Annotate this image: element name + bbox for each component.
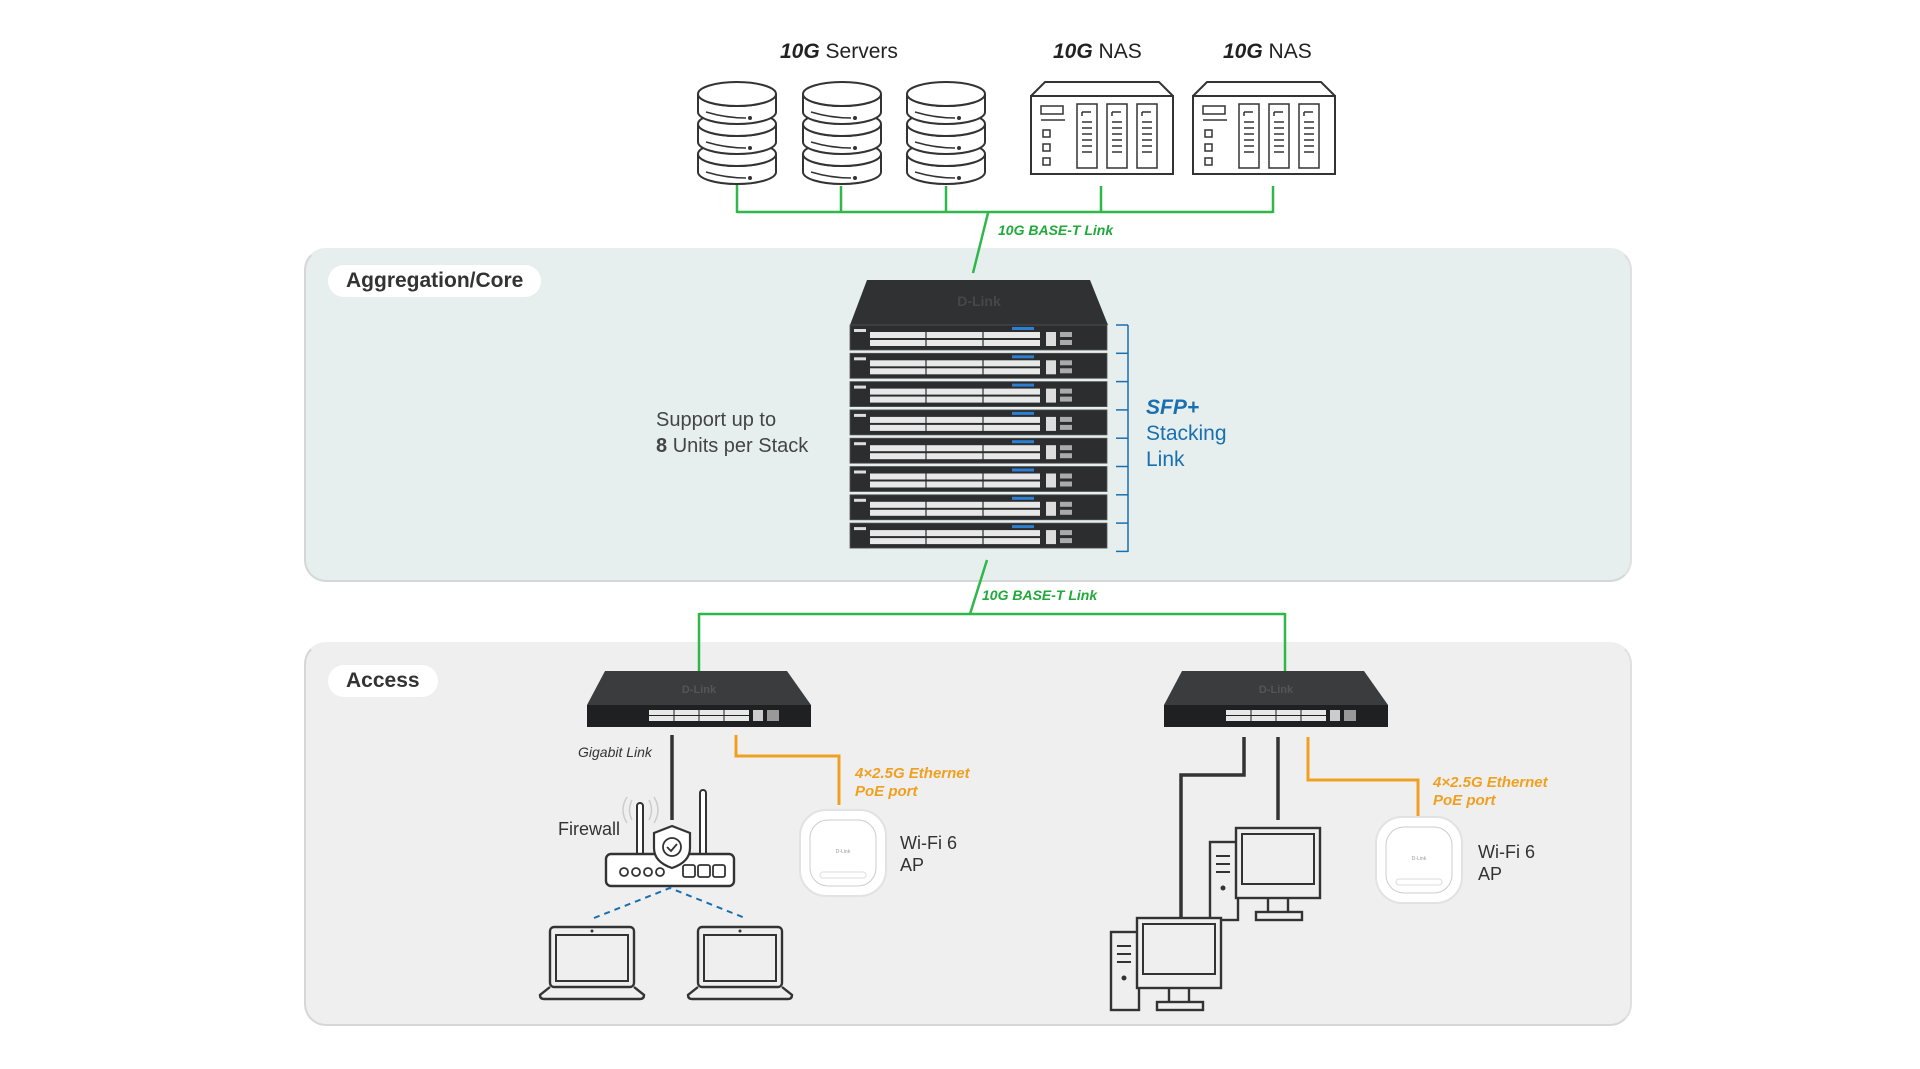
stacking-bracket-ticks: [1116, 324, 1128, 553]
server-icon-1: [698, 82, 776, 184]
poe-link-right: [1306, 737, 1420, 820]
stack-unit-1: [849, 324, 1108, 351]
server-icon-2: [803, 82, 881, 184]
downlink-label: 10G BASE-T Link: [982, 587, 1098, 603]
servers-label: 10G Servers: [780, 40, 898, 63]
wireless-link: [593, 886, 746, 919]
wire-pc-far: [1179, 737, 1246, 942]
desktop-pc-icon-1: [1208, 826, 1322, 922]
access-switch-right: [1163, 670, 1389, 728]
aggregation-core-tag: Aggregation/Core: [328, 265, 542, 297]
access-switch-left: [586, 670, 812, 728]
core-to-access-link: [697, 559, 1287, 672]
firewall-icon: [604, 789, 736, 888]
stack-unit-4: [849, 409, 1108, 436]
wifi-ap-right: [1375, 816, 1463, 904]
access-tag: Access: [328, 665, 438, 697]
stack-unit-6: [849, 465, 1108, 493]
server-icon-3: [907, 82, 985, 184]
uplink-label: 10G BASE-T Link: [998, 222, 1114, 238]
desktop-pc-icon-2: [1109, 916, 1223, 1012]
core-switch-stack: D-Link: [849, 280, 1108, 549]
nas1-label: 10G NAS: [1053, 40, 1142, 63]
stack-unit-5: [849, 437, 1108, 464]
stack-unit-2: [849, 352, 1108, 379]
wifi-ap-left: [799, 809, 887, 897]
stack-unit-8: [849, 522, 1108, 549]
nas2-label: 10G NAS: [1223, 40, 1312, 63]
stack-unit-7: [849, 494, 1108, 521]
top-10g-bus: [735, 185, 1275, 274]
svg-text:D-Link: D-Link: [957, 293, 1001, 309]
poe-link-left: [734, 735, 841, 805]
gigabit-link-label: Gigabit Link: [578, 744, 652, 760]
nas-icon-2: [1193, 82, 1335, 174]
firewall-label: Firewall: [558, 819, 621, 839]
laptop-icon-2: [686, 925, 794, 1001]
stack-unit-3: [849, 381, 1108, 408]
laptop-icon-1: [538, 925, 646, 1001]
nas-icon-1: [1031, 82, 1173, 174]
stack-support-note: Support up to 8 Units per Stack: [656, 409, 809, 457]
sfp-stacking-label: SFP+ Stacking Link: [1146, 396, 1227, 471]
